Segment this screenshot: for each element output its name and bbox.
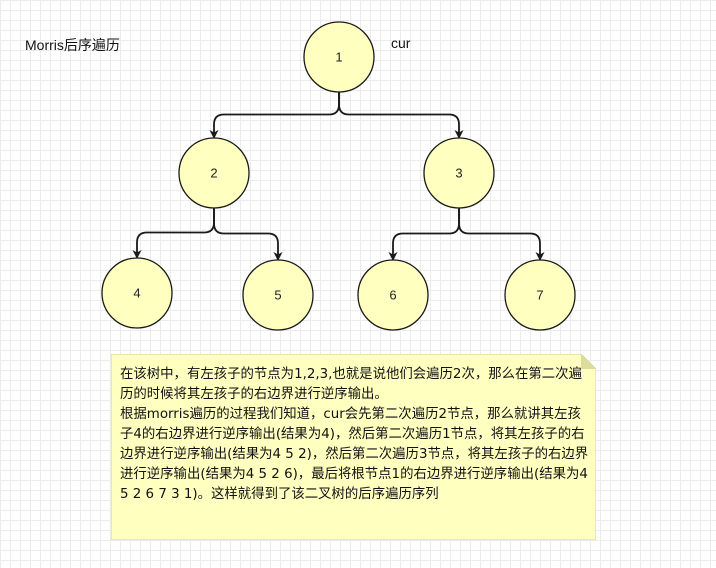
tree-node-3: 3 bbox=[423, 137, 495, 209]
node-label-6: 6 bbox=[389, 287, 396, 302]
node-label-4: 4 bbox=[133, 285, 140, 300]
node-circle-7 bbox=[504, 259, 576, 331]
note-paragraph-2: 根据morris遍历的过程我们知道，cur会先第二次遍历2节点，那么就讲其左孩子… bbox=[120, 407, 589, 502]
tree-node-6: 6 bbox=[357, 259, 429, 331]
cur-pointer-label: cur bbox=[391, 35, 411, 51]
tree-node-5: 5 bbox=[242, 259, 314, 331]
node-circle-3 bbox=[423, 137, 495, 209]
node-circle-6 bbox=[357, 259, 429, 331]
edge-3-7 bbox=[458, 208, 545, 261]
note-paragraph-1: 在该树中，有左孩子的节点为1,2,3,也就是说他们会遍历2次，那么在第二次遍历的… bbox=[120, 367, 582, 402]
note-text: 在该树中，有左孩子的节点为1,2,3,也就是说他们会遍历2次，那么在第二次遍历的… bbox=[120, 365, 590, 505]
edge-2-5 bbox=[213, 208, 283, 261]
node-label-7: 7 bbox=[536, 287, 543, 302]
edge-1-2 bbox=[209, 92, 340, 139]
node-circle-4 bbox=[101, 257, 173, 329]
tree-node-1: 1 bbox=[303, 21, 375, 93]
node-label-1: 1 bbox=[335, 49, 342, 64]
node-label-2: 2 bbox=[210, 165, 217, 180]
edge-2-4 bbox=[132, 208, 215, 259]
diagram-title: Morris后序遍历 bbox=[25, 37, 120, 53]
edge-1-3 bbox=[338, 92, 464, 139]
tree-node-4: 4 bbox=[101, 257, 173, 329]
node-circle-2 bbox=[178, 137, 250, 209]
explanation-note: 在该树中，有左孩子的节点为1,2,3,也就是说他们会遍历2次，那么在第二次遍历的… bbox=[111, 354, 596, 540]
tree-node-7: 7 bbox=[504, 259, 576, 331]
node-label-3: 3 bbox=[455, 165, 462, 180]
note-background bbox=[111, 354, 596, 540]
node-label-5: 5 bbox=[274, 287, 281, 302]
node-circle-5 bbox=[242, 259, 314, 331]
node-circle-1 bbox=[303, 21, 375, 93]
tree-node-2: 2 bbox=[178, 137, 250, 209]
edge-3-6 bbox=[388, 208, 460, 261]
